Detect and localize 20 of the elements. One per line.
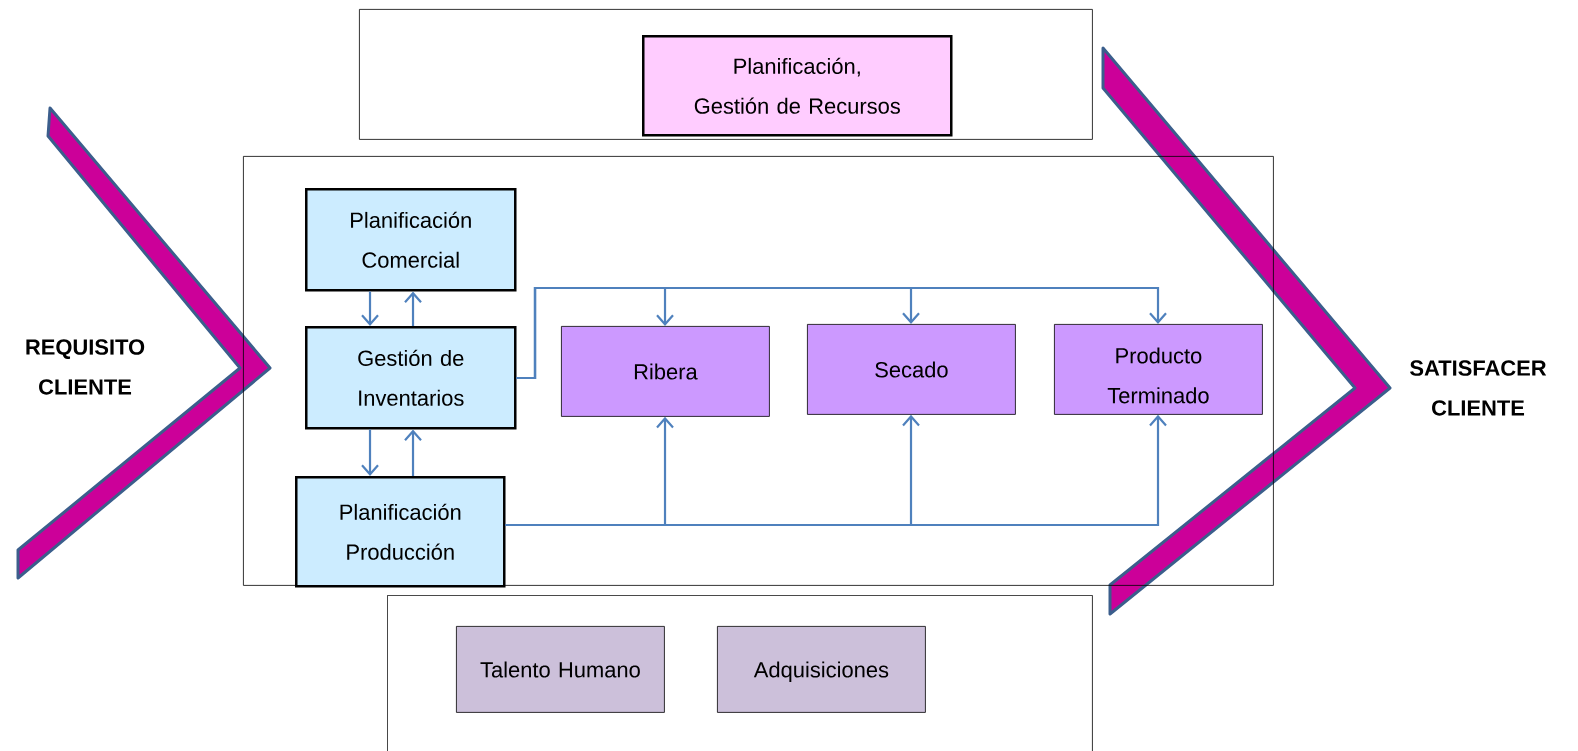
arrow	[361, 429, 379, 476]
process-box: Planificación Comercial	[305, 188, 517, 292]
process-box: Secado	[807, 324, 1016, 415]
arrow	[404, 291, 422, 326]
process-box: Producto Terminado	[1054, 324, 1263, 415]
side-label: SATISFACER CLIENTE	[1410, 360, 1547, 416]
panel	[359, 9, 1093, 140]
process-box: Talento Humano	[456, 626, 665, 713]
side-label: REQUISITO CLIENTE	[26, 339, 145, 395]
process-box: Planificación, Gestión de Recursos	[642, 35, 953, 137]
process-box: Gestión de Inventarios	[305, 326, 517, 430]
arrow	[516, 286, 1167, 380]
process-box: Adquisiciones	[717, 626, 926, 713]
arrow	[361, 291, 379, 326]
arrow	[404, 429, 422, 476]
arrow	[505, 414, 1167, 527]
process-box: Ribera	[561, 326, 770, 417]
panel	[387, 595, 1093, 751]
process-box: Planificación Producción	[295, 476, 506, 588]
panel	[243, 156, 1274, 586]
